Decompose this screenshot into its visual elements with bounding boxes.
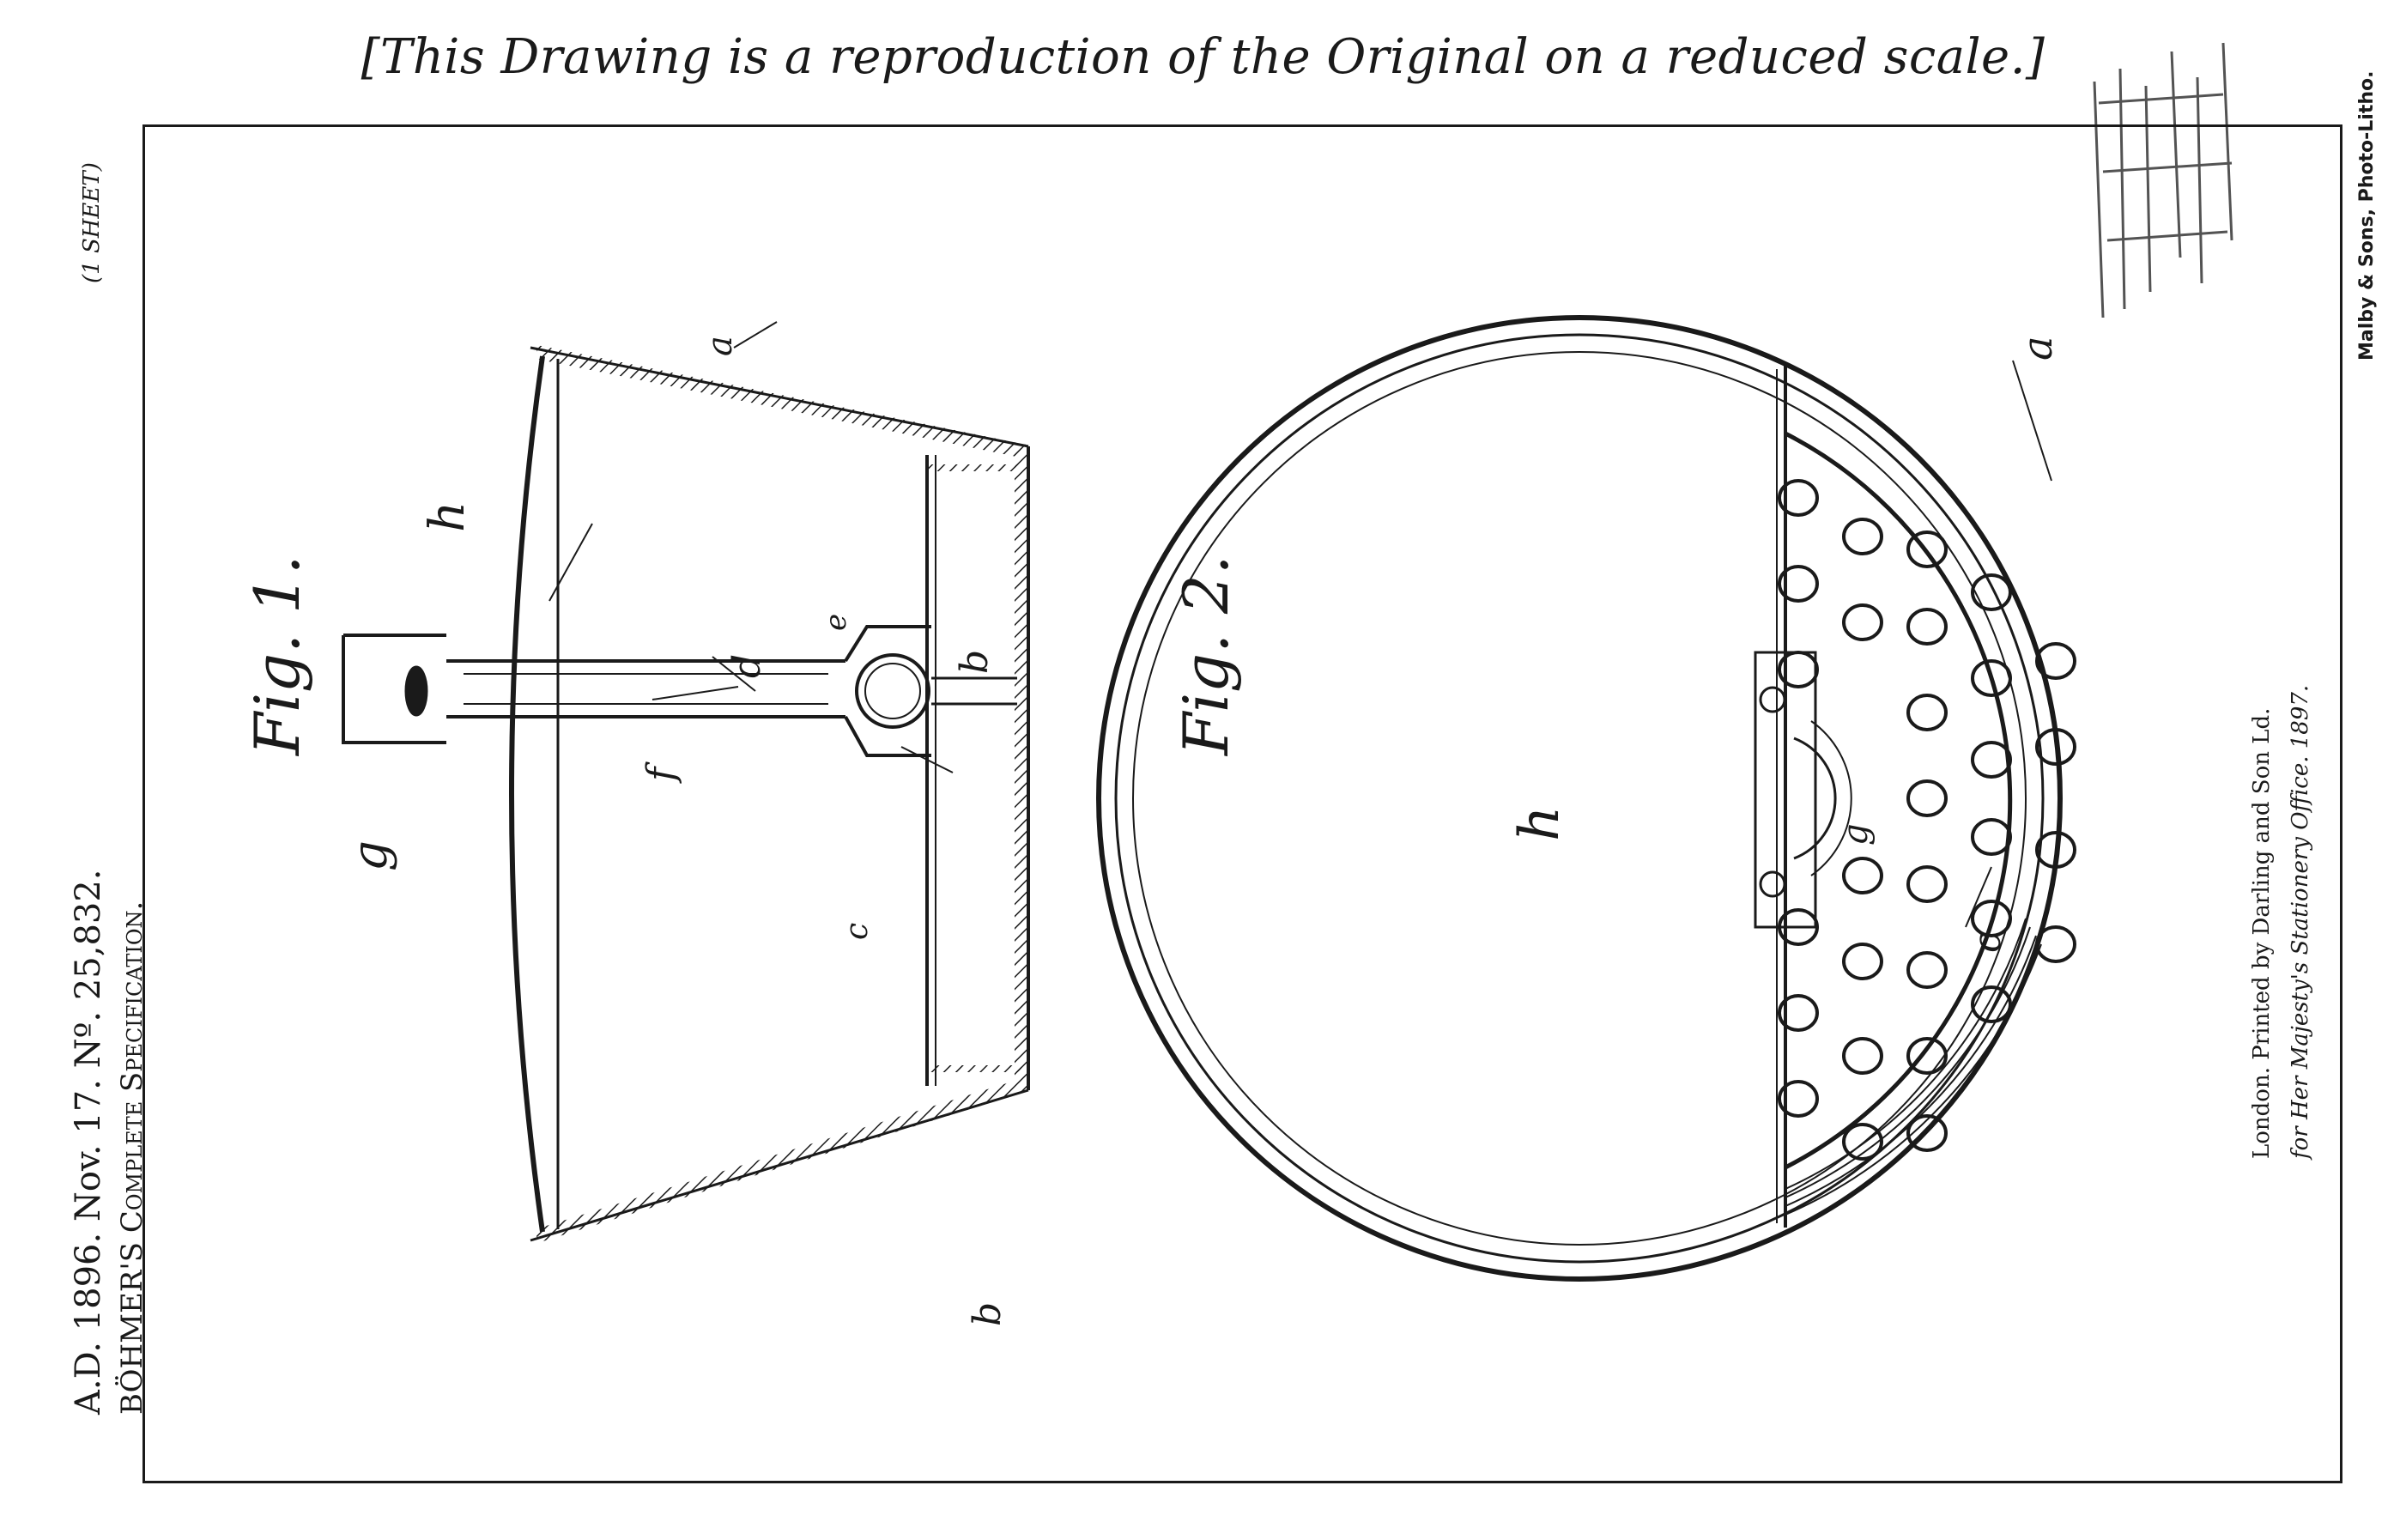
figure-2-plan-view: [1096, 315, 2063, 1282]
fig2-label-a: a: [2014, 336, 2062, 361]
fig2-label-g: g: [1836, 823, 1876, 846]
figure-1-title: Fig. 1.: [241, 555, 313, 757]
reproduction-caption: [This Drawing is a reproduction of the O…: [361, 29, 2045, 85]
fig1-label-b-top: b: [953, 650, 997, 674]
fig1-label-h: h: [420, 501, 476, 532]
library-stamp: [2093, 42, 2233, 318]
fig1-label-c: c: [839, 923, 875, 940]
fig1-label-b-bottom: b: [966, 1302, 1009, 1326]
figure-2-title: Fig. 2.: [1170, 555, 1242, 757]
fig1-label-e: e: [819, 614, 853, 631]
fig1-label-g: g: [342, 840, 398, 871]
drawing-frame: [142, 124, 2342, 1483]
figure-1-section-view: [342, 321, 1030, 1243]
fig1-label-d: d: [725, 654, 769, 678]
fig2-label-h: h: [1508, 806, 1572, 841]
fig2-label-c: c: [1966, 931, 2009, 953]
perforation-holes: [1778, 479, 2076, 1161]
fig1-label-f: f: [639, 761, 683, 784]
fig1-label-a: a: [700, 336, 740, 356]
